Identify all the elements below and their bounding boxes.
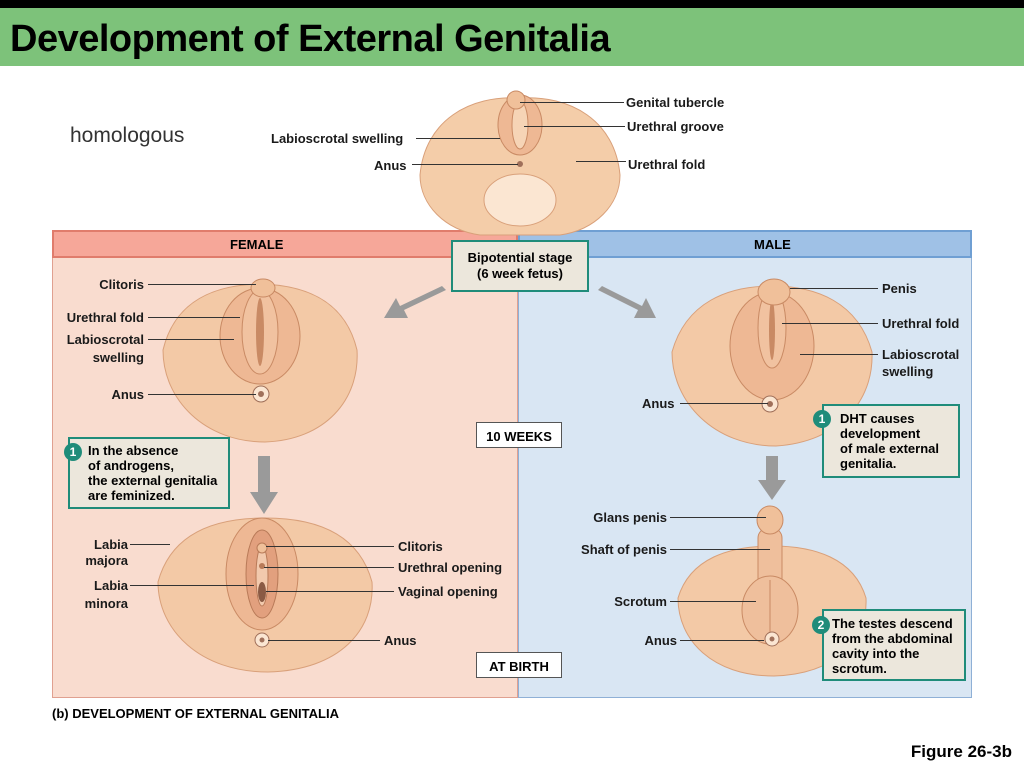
leader-anus-m10	[680, 403, 768, 404]
stage-10-weeks: 10 WEEKS	[476, 422, 562, 448]
leader-clitoris-10w	[148, 284, 256, 285]
stage-label-line1: Bipotential stage	[467, 250, 573, 265]
label-clitoris-10w: Clitoris	[99, 277, 144, 292]
leader-urethral-fold-f	[148, 317, 240, 318]
male-callout2-line2: from the abdominal	[832, 631, 953, 646]
label-urethral-fold-m: Urethral fold	[882, 316, 960, 331]
leader-urethral-fold-bi	[576, 161, 626, 162]
female-header-label: FEMALE	[230, 237, 284, 252]
label-urethral-opening: Urethral opening	[398, 560, 503, 575]
female-10week-illustration	[162, 278, 358, 443]
male-callout1-line4: genitalia.	[840, 456, 897, 471]
female-header: FEMALE	[52, 230, 518, 258]
bipotential-illustration	[419, 90, 621, 236]
male-callout-1: DHT causes development of male external …	[822, 404, 960, 478]
leader-urethral-fold-m	[782, 323, 878, 324]
leader-anus-m-birth	[680, 640, 764, 641]
label-urethral-groove: Urethral groove	[627, 119, 724, 134]
leader-glans-penis	[670, 517, 766, 518]
leader-anus-f-birth	[268, 640, 380, 641]
male-callout1-badge: 1	[813, 410, 831, 428]
female-callout-line3: the external genitalia	[88, 473, 218, 488]
female-callout-badge: 1	[64, 443, 82, 461]
leader-genital-tubercle	[520, 102, 624, 103]
label-anus-f10: Anus	[111, 387, 145, 402]
male-callout2-badge: 2	[812, 616, 830, 634]
leader-labia-majora	[130, 544, 170, 545]
arrow-to-female	[384, 286, 446, 318]
male-callout1-line2: development	[840, 426, 921, 441]
male-birth-illustration	[677, 505, 867, 677]
leader-penis-10w	[790, 288, 878, 289]
label-penis-10w: Penis	[882, 281, 917, 296]
label-urethral-fold-f: Urethral fold	[66, 310, 144, 325]
label-urethral-fold-bi: Urethral fold	[628, 157, 706, 172]
label-labioscrotal-f-1: Labioscrotal	[66, 332, 144, 347]
leader-urethral-opening	[264, 567, 394, 568]
label-anus-f-birth: Anus	[384, 633, 417, 648]
stage-at-birth: AT BIRTH	[476, 652, 562, 678]
label-vaginal-opening: Vaginal opening	[398, 584, 498, 599]
male-callout-2: The testes descend from the abdominal ca…	[822, 609, 966, 681]
figure-reference: Figure 26-3b	[910, 742, 1012, 761]
leader-labioscrotal-f	[148, 339, 234, 340]
male-callout2-line1: The testes descend	[832, 616, 953, 631]
stage-label-line2: (6 week fetus)	[477, 266, 563, 281]
leader-anus-f10	[148, 394, 256, 395]
figure-caption: (b) DEVELOPMENT OF EXTERNAL GENITALIA	[52, 706, 339, 721]
leader-shaft-of-penis	[670, 549, 770, 550]
female-callout-line2: of androgens,	[88, 458, 174, 473]
label-labia-majora-1: Labia	[94, 537, 128, 552]
female-callout: In the absence of androgens, the externa…	[68, 437, 230, 509]
male-header-label: MALE	[754, 237, 791, 252]
leader-vaginal-opening	[266, 591, 394, 592]
label-labia-minora-1: Labia	[94, 578, 128, 593]
label-labia-majora-2: majora	[85, 553, 128, 568]
label-labia-minora-2: minora	[84, 596, 128, 611]
leader-anus-bi	[412, 164, 518, 165]
male-callout1-line1: DHT causes	[840, 411, 915, 426]
slide-title: Development of External Genitalia	[10, 18, 611, 60]
label-shaft-of-penis: Shaft of penis	[581, 542, 667, 557]
label-labioscrotal-f-2: swelling	[92, 350, 144, 365]
leader-labia-minora	[130, 585, 254, 586]
top-border	[0, 0, 1024, 8]
homologous-annotation: homologous	[70, 124, 185, 147]
leader-labioscrotal-bi	[416, 138, 500, 139]
arrow-to-male	[598, 286, 656, 318]
label-genital-tubercle: Genital tubercle	[626, 95, 725, 110]
label-anus-m10: Anus	[642, 396, 675, 411]
female-birth-illustration	[157, 517, 373, 673]
label-anus-bi: Anus	[374, 158, 407, 173]
leader-labioscrotal-m	[800, 354, 878, 355]
leader-urethral-groove	[524, 126, 625, 127]
label-labioscrotal-m-1: Labioscrotal	[882, 347, 960, 362]
arrow-down-male	[758, 456, 786, 500]
male-callout1-line3: of male external	[840, 441, 939, 456]
male-callout2-line3: cavity into the	[832, 646, 920, 661]
leader-clitoris-birth	[266, 546, 394, 547]
bipotential-stage-box: Bipotential stage (6 week fetus)	[451, 240, 589, 292]
label-scrotum: Scrotum	[614, 594, 667, 609]
title-bar: Development of External Genitalia	[0, 8, 1024, 66]
label-labioscrotal-swelling-bi: Labioscrotal swelling	[271, 131, 404, 146]
leader-scrotum	[670, 601, 756, 602]
male-callout2-line4: scrotum.	[832, 661, 887, 676]
female-callout-line4: are feminized.	[88, 488, 175, 503]
male-header: MALE	[518, 230, 972, 258]
label-labioscrotal-m-2: swelling	[882, 364, 934, 379]
female-callout-line1: In the absence	[88, 443, 179, 458]
label-anus-m-birth: Anus	[644, 633, 678, 648]
label-clitoris-birth: Clitoris	[398, 539, 443, 554]
arrow-down-female	[250, 456, 278, 514]
label-glans-penis: Glans penis	[593, 510, 667, 525]
